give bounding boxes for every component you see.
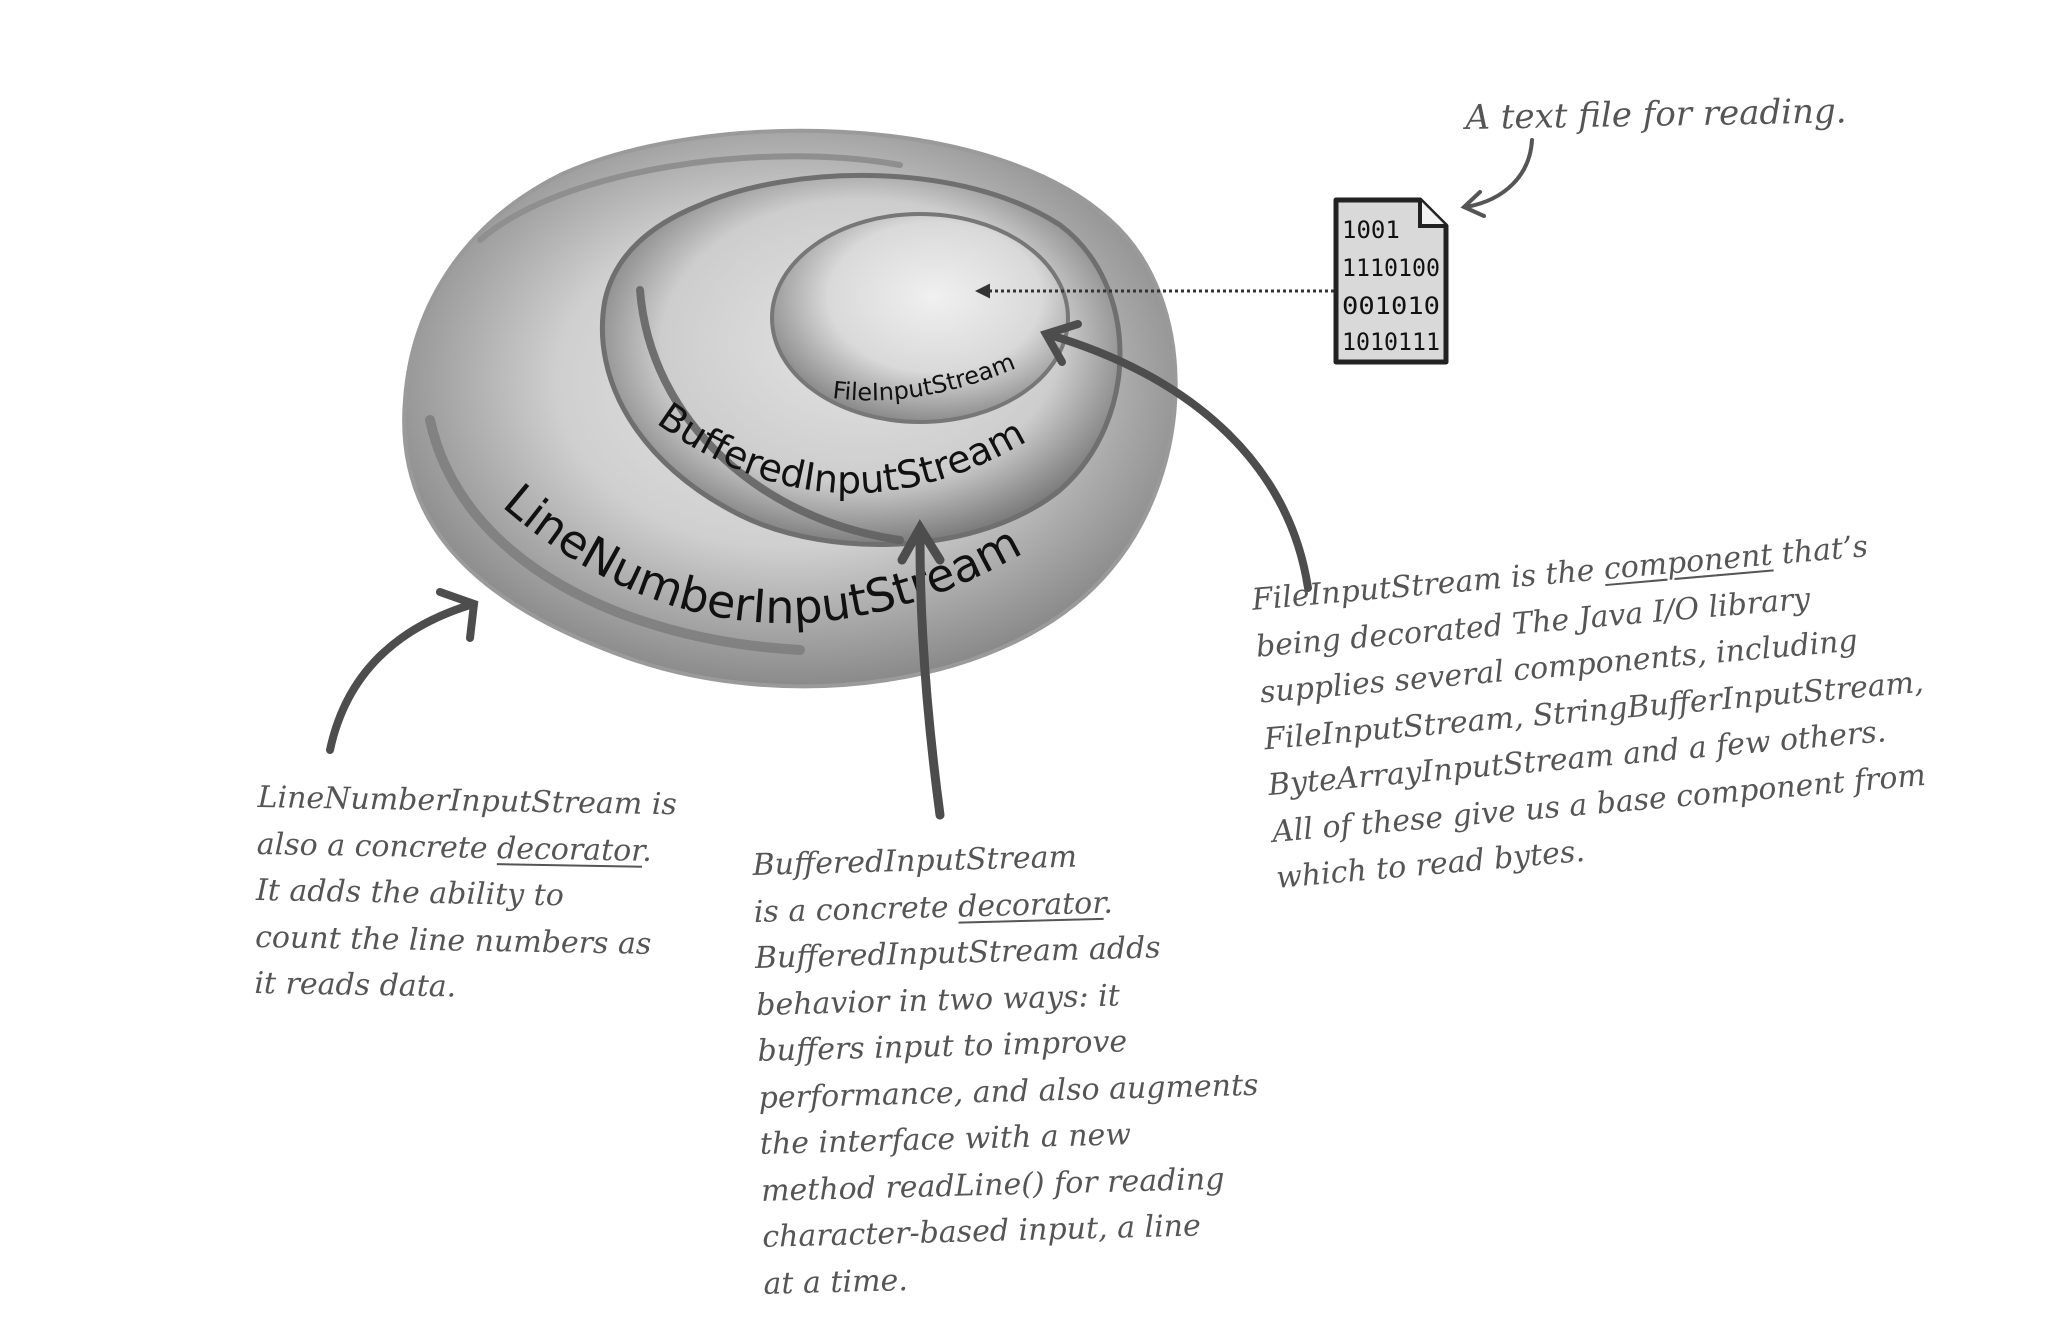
text-file-icon: 1001 1110100 001010 1010111 — [1333, 197, 1449, 365]
file-bits-line-2: 1110100 — [1342, 254, 1440, 282]
line-number-note-line-2: also a concrete decorator. — [256, 821, 676, 875]
buffered-note-arrow — [897, 519, 945, 820]
line-number-note-arrow — [326, 588, 479, 754]
decorator-emphasis: decorator — [496, 830, 643, 869]
file-note-arrow — [1460, 138, 1534, 218]
file-input-note-arrow — [1040, 320, 1312, 592]
line-number-note-period: . — [641, 833, 653, 869]
component-emphasis: component — [1602, 537, 1774, 588]
file-bits-line-4: 1010111 — [1342, 328, 1440, 356]
line-number-note-line-5: it reads data. — [254, 965, 457, 1005]
file-input-note-line-1-suffix: that’s — [1770, 529, 1870, 573]
decorator-emphasis: decorator — [957, 885, 1104, 925]
buffered-note-period: . — [1102, 885, 1114, 921]
file-note: A text file for reading. — [1465, 91, 1847, 138]
file-bits-line-1: 1001 — [1342, 216, 1400, 244]
line-number-note-line-3: It adds the ability to — [255, 872, 565, 914]
line-number-note: LineNumberInputStream is also a concrete… — [254, 775, 677, 1015]
file-bits-line-3: 001010 — [1342, 292, 1440, 320]
line-number-note-line-4: count the line numbers as — [254, 919, 652, 962]
buffered-note: BufferedInputStream is a concrete decora… — [752, 830, 1264, 1308]
file-input-stream-ring — [770, 212, 1070, 424]
line-number-note-line-1: LineNumberInputStream is — [257, 779, 678, 823]
line-number-note-line-2-text: also a concrete — [256, 826, 498, 866]
buffered-note-line-2-text: is a concrete — [753, 889, 959, 930]
file-input-note: FileInputStream is the component that’s … — [1250, 520, 1938, 902]
